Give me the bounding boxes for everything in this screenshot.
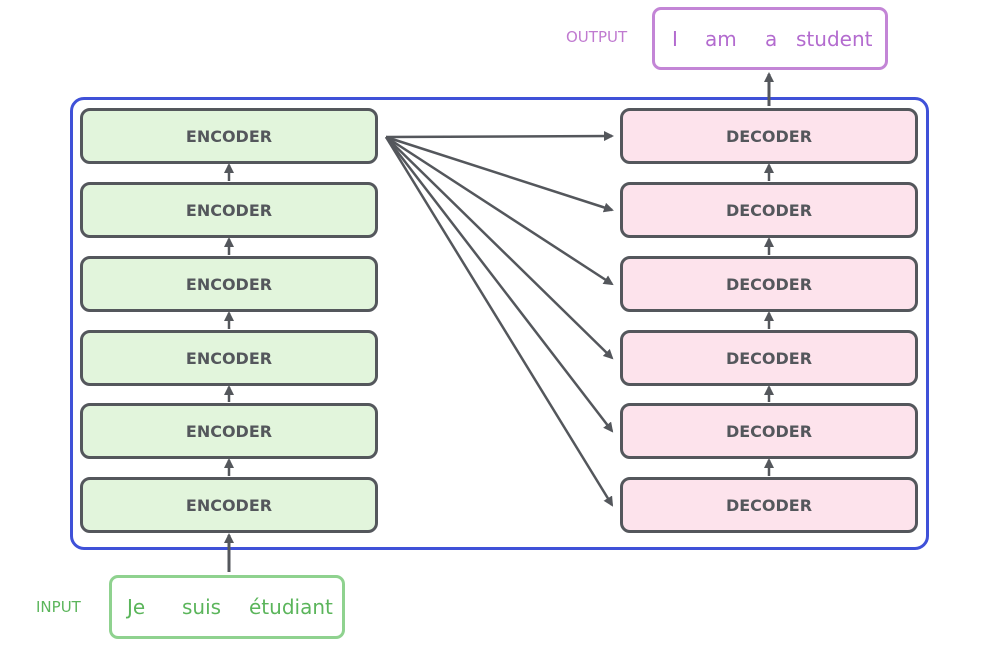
encoder-block: ENCODER [80, 403, 378, 459]
encoder-to-decoder-arrow [385, 136, 614, 433]
decoder-block: DECODER [620, 256, 918, 312]
output-label: OUTPUT [566, 28, 628, 46]
encoder-block: ENCODER [80, 477, 378, 533]
decoder-block: DECODER [620, 403, 918, 459]
output-phrase-box: I am a student [652, 7, 888, 70]
output-token: a [765, 26, 778, 51]
encoder-to-decoder-arrow [385, 136, 614, 360]
encoder-to-decoder-arrow [385, 131, 614, 142]
decoder-block: DECODER [620, 182, 918, 238]
input-token: suis [182, 595, 222, 619]
encoder-decoder-container [70, 97, 929, 550]
encoder-block: ENCODER [80, 182, 378, 238]
input-label: INPUT [36, 598, 81, 616]
encoder-block: ENCODER [80, 256, 378, 312]
encoder-block: ENCODER [80, 108, 378, 164]
encoder-to-decoder-arrow [385, 135, 614, 286]
input-token: Je [127, 595, 146, 619]
output-token: I [672, 26, 678, 51]
input-phrase-box: Je suis étudiant [109, 575, 345, 639]
encoder-block: ENCODER [80, 330, 378, 386]
encoder-to-decoder-arrow [384, 136, 614, 507]
output-token: am [705, 26, 737, 51]
encoder-to-decoder-arrow [385, 135, 614, 213]
decoder-block: DECODER [620, 330, 918, 386]
output-token: student [796, 26, 873, 51]
decoder-block: DECODER [620, 477, 918, 533]
decoder-block: DECODER [620, 108, 918, 164]
input-token: étudiant [249, 595, 333, 619]
